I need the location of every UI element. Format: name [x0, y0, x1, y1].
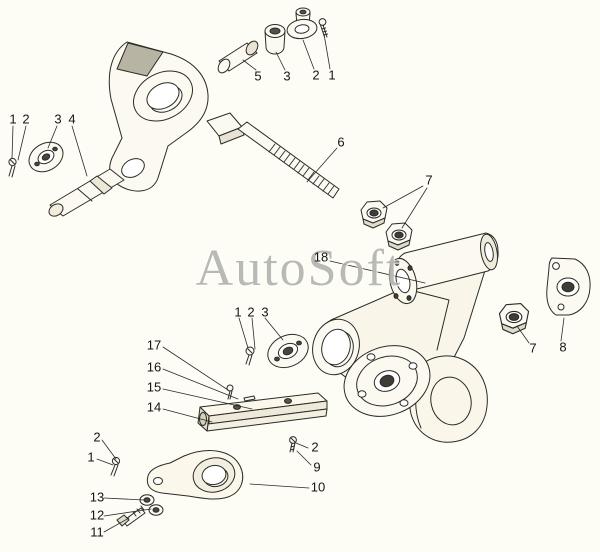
part-hex-nut	[385, 222, 413, 251]
part-lever	[146, 450, 244, 500]
callout-7: 7	[425, 172, 433, 188]
callout-7: 7	[529, 340, 537, 356]
callout-4: 4	[68, 111, 76, 127]
callout-12: 12	[89, 507, 105, 523]
callout-11: 11	[90, 524, 104, 540]
leader-lines	[11, 33, 565, 533]
callout-14: 14	[146, 399, 162, 415]
part-screw-top	[318, 18, 328, 38]
callout-6: 6	[337, 134, 345, 150]
part-hex-nut	[360, 200, 388, 229]
callout-9: 9	[313, 459, 321, 475]
callout-13: 13	[89, 489, 105, 505]
callout-3: 3	[261, 304, 269, 320]
part-flanged-cap	[286, 7, 318, 40]
part-flange-left	[28, 141, 64, 173]
callout-18: 18	[313, 249, 329, 265]
callout-3: 3	[283, 68, 291, 84]
part-bolt-eleven	[116, 505, 146, 527]
callout-8: 8	[559, 339, 567, 355]
part-flange-middle	[267, 333, 309, 369]
part-bar-plates	[197, 392, 328, 432]
callout-5: 5	[254, 68, 262, 84]
part-upper-bracket	[108, 41, 209, 192]
callout-10: 10	[310, 479, 326, 495]
part-pin	[217, 40, 259, 74]
callout-3: 3	[54, 111, 62, 127]
part-screw-middle	[245, 346, 255, 366]
part-screw-lever	[110, 456, 121, 477]
part-side-bracket	[546, 257, 591, 316]
callout-15: 15	[146, 379, 162, 395]
part-shaft	[48, 168, 125, 217]
callout-16: 16	[146, 359, 162, 375]
callout-1: 1	[87, 449, 95, 465]
callout-2: 2	[22, 111, 30, 127]
callout-2: 2	[93, 429, 101, 445]
callout-1: 1	[328, 67, 336, 83]
callout-17: 17	[146, 337, 162, 353]
part-long-bolt	[206, 112, 340, 199]
part-hex-nut	[498, 302, 530, 335]
callout-1: 1	[234, 304, 242, 320]
callout-1: 1	[9, 111, 17, 127]
part-screw-left	[8, 157, 17, 178]
part-main-bracket	[312, 232, 499, 443]
callout-2: 2	[311, 439, 319, 455]
callout-2: 2	[247, 304, 255, 320]
part-washers	[139, 494, 164, 516]
part-screw-nine	[289, 436, 297, 453]
part-bushing	[264, 24, 286, 55]
callout-2: 2	[312, 67, 320, 83]
